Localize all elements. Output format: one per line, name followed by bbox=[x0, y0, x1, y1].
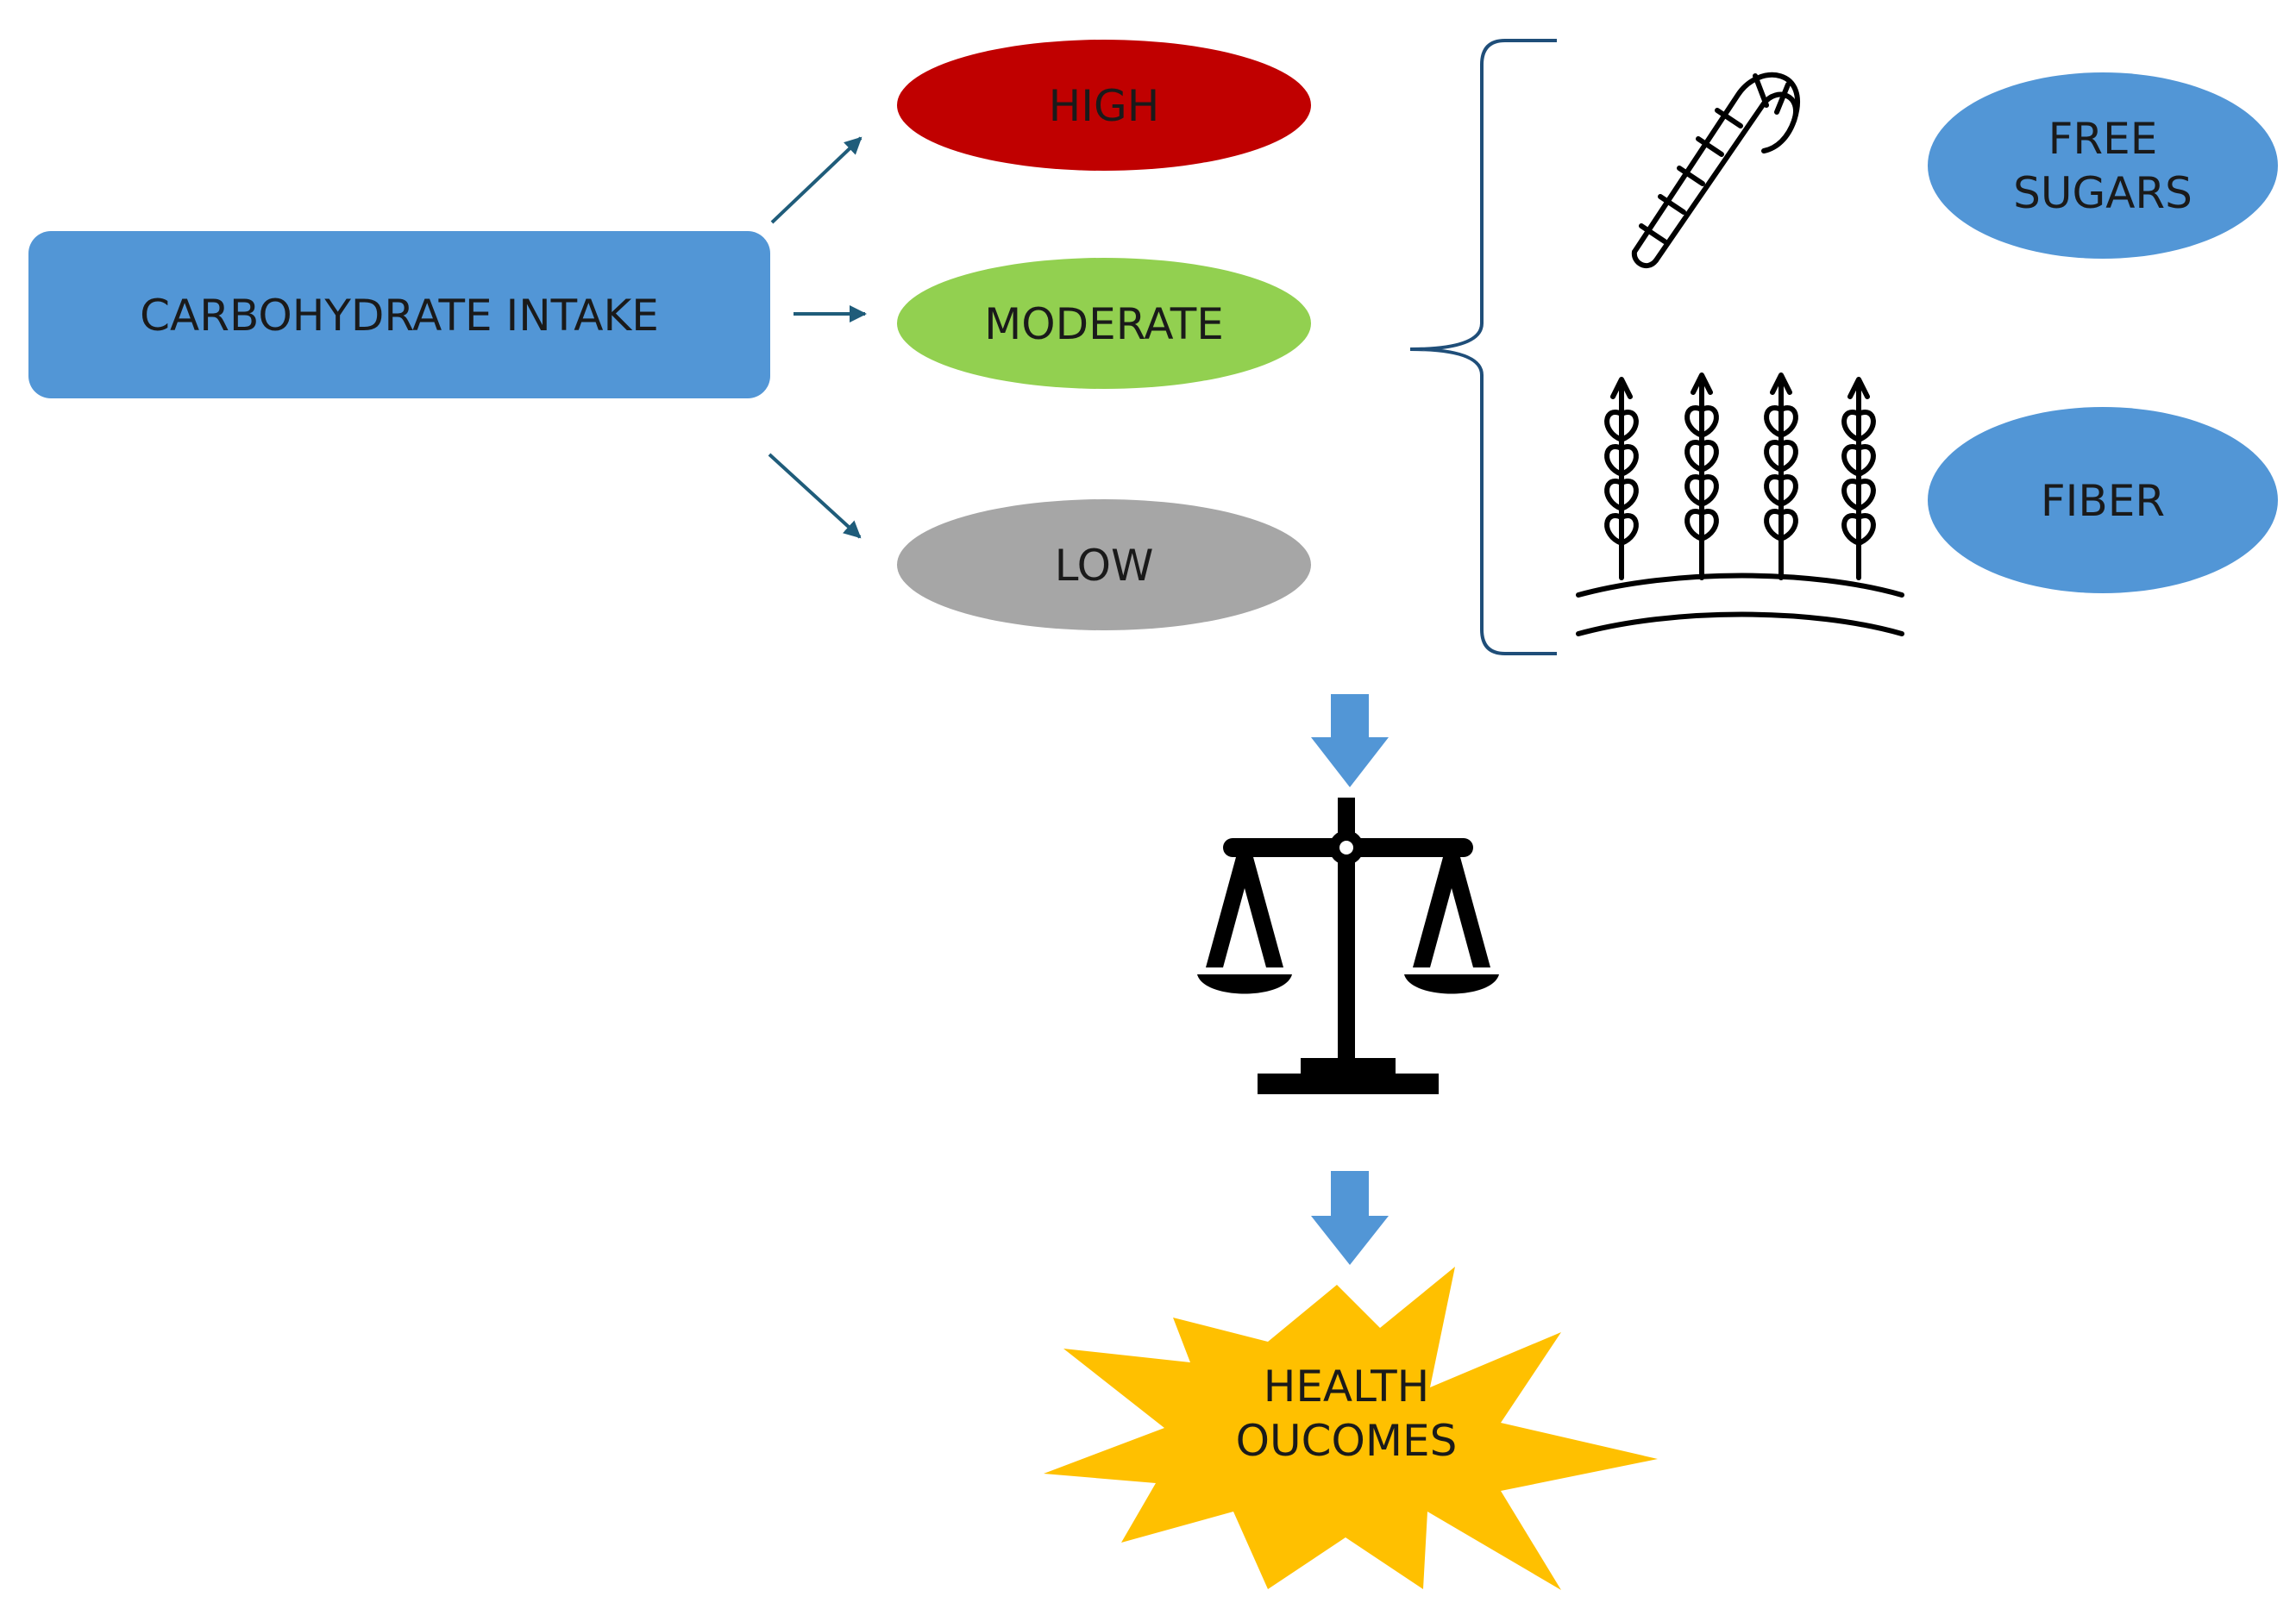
carbohydrate-intake-box: CARBOHYDRATE INTAKE bbox=[28, 231, 770, 398]
level-high-label: HIGH bbox=[1049, 81, 1160, 131]
fiber-ellipse: FIBER bbox=[1928, 407, 2278, 593]
health-outcomes-starburst: HEALTH OUCOMES bbox=[1044, 1267, 1658, 1590]
down-arrow-2 bbox=[1311, 1171, 1389, 1265]
level-moderate: MODERATE bbox=[897, 258, 1311, 389]
level-high: HIGH bbox=[897, 40, 1311, 171]
wheat-icon bbox=[1576, 373, 1904, 636]
level-low-label: LOW bbox=[1055, 541, 1154, 591]
health-outcomes-line1: HEALTH bbox=[1264, 1362, 1430, 1412]
level-low: LOW bbox=[897, 499, 1311, 630]
candy-cane-icon bbox=[1631, 72, 1800, 268]
curly-bracket bbox=[1409, 39, 1557, 655]
carbohydrate-intake-label: CARBOHYDRATE INTAKE bbox=[140, 291, 659, 341]
health-outcomes-line2: OUCOMES bbox=[1236, 1416, 1458, 1466]
fiber-label: FIBER bbox=[2041, 476, 2165, 526]
free-sugars-ellipse: FREE SUGARS bbox=[1928, 72, 2278, 259]
free-sugars-line1: FREE bbox=[2048, 114, 2158, 164]
down-arrow-1 bbox=[1311, 694, 1389, 787]
free-sugars-line2: SUGARS bbox=[2013, 168, 2192, 218]
balance-scale-icon bbox=[1197, 798, 1499, 1094]
arrow-to-high bbox=[770, 136, 863, 224]
level-moderate-label: MODERATE bbox=[984, 299, 1224, 349]
arrow-to-low bbox=[768, 453, 862, 539]
